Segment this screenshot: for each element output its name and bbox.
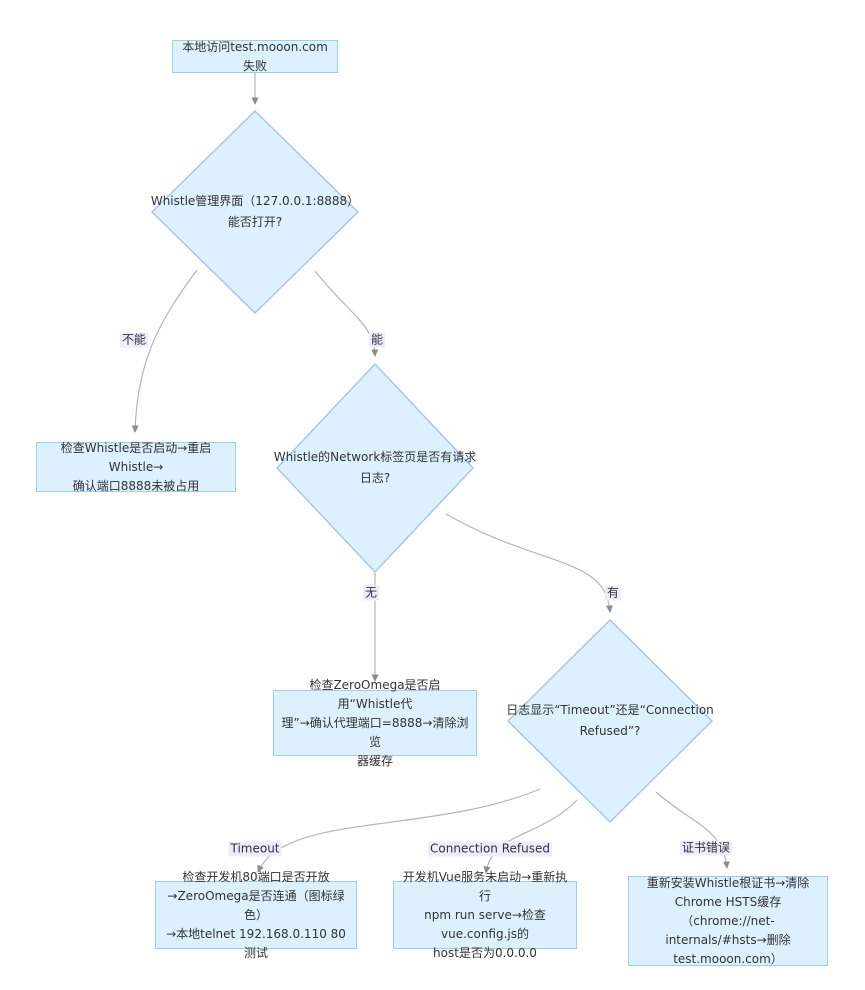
edge-label-has: 有 (604, 585, 622, 601)
action-cert-error-steps-label: 重新安装Whistle根证书→清除 Chrome HSTS缓存（chrome:/… (646, 875, 810, 966)
action-check-whistle-label: 检查Whistle是否启动→重启Whistle→ 确认端口8888未被占用 (60, 440, 212, 493)
action-timeout-steps-label: 检查开发机80端口是否开放 →ZeroOmega是否连通（图标绿色） →本地te… (166, 869, 346, 960)
decision-network-log-shape (276, 362, 474, 574)
edge-label-none: 无 (362, 585, 380, 601)
start-node-label: 本地访问test.mooon.com失败 (182, 39, 328, 73)
decision-timeout-or-refused-shape (507, 619, 713, 823)
action-conn-refused-steps-label: 开发机Vue服务未启动→重新执行 npm run serve→检查vue.con… (402, 869, 568, 960)
edge-decision3-cert (655, 791, 730, 869)
action-conn-refused-steps-node: 开发机Vue服务未启动→重新执行 npm run serve→检查vue.con… (393, 870, 577, 960)
action-cert-error-steps-node: 重新安装Whistle根证书→清除 Chrome HSTS缓存（chrome:/… (628, 876, 828, 966)
edge-decision1-yes (314, 270, 379, 357)
edge-label-connection-refused: Connection Refused (428, 841, 552, 857)
edge-label-cannot: 不能 (119, 332, 149, 348)
action-check-whistle-node: 检查Whistle是否启动→重启Whistle→ 确认端口8888未被占用 (36, 441, 236, 493)
decision-whistle-ui-shape (151, 110, 359, 314)
edge-decision1-no (131, 269, 198, 433)
action-check-zeroomega-label: 检查ZeroOmega是否启用“Whistle代 理”→确认代理端口=8888→… (281, 677, 469, 768)
decision-network-log-label: Whistle的Network标签页是否有请求 日志? (273, 450, 477, 485)
action-timeout-steps-node: 检查开发机80端口是否开放 →ZeroOmega是否连通（图标绿色） →本地te… (155, 870, 357, 960)
edge-decision3-timeout (257, 788, 541, 873)
decision-whistle-ui-label: Whistle管理界面（127.0.0.1:8888） 能否打开? (150, 194, 360, 229)
edge-decision3-connrefused (483, 799, 578, 874)
edge-decision2-has (445, 513, 614, 613)
edge-label-cert-error: 证书错误 (679, 840, 733, 856)
start-node: 本地访问test.mooon.com失败 (172, 40, 338, 73)
action-check-zeroomega-node: 检查ZeroOmega是否启用“Whistle代 理”→确认代理端口=8888→… (273, 678, 477, 768)
decision-timeout-or-refused-label: 日志显示“Timeout”还是“Connection Refused”? (506, 703, 714, 738)
edge-label-can: 能 (368, 332, 386, 348)
edge-label-timeout: Timeout (228, 841, 282, 857)
